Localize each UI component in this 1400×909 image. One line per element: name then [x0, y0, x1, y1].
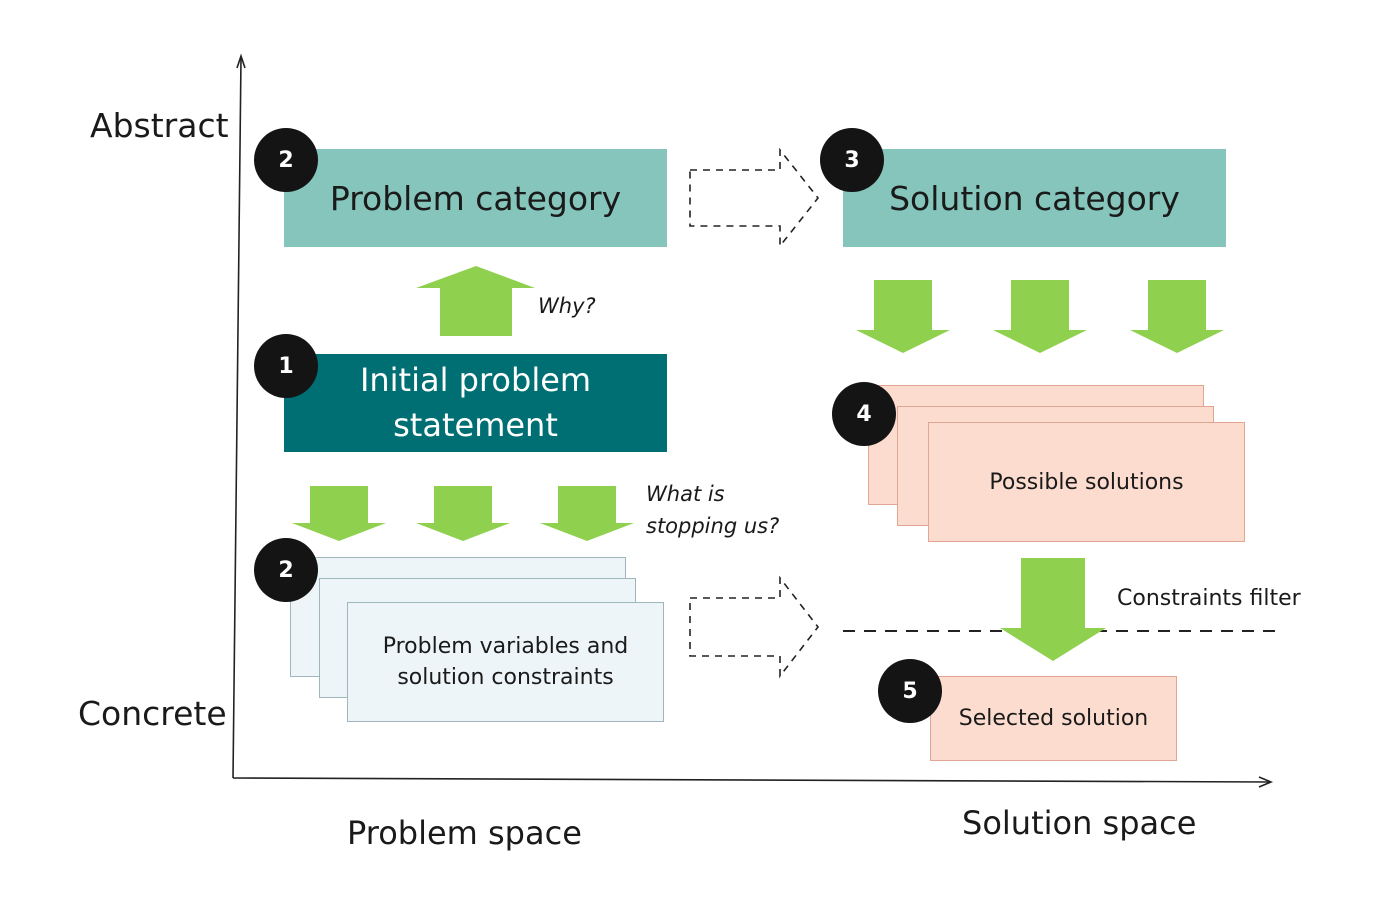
down-arrow-right-2	[993, 280, 1087, 353]
filter-down-arrow	[1000, 558, 1106, 661]
stopping-note-line2: stopping us?	[646, 514, 780, 538]
x-axis-arrowhead	[1258, 776, 1274, 788]
down-arrow-left-3	[540, 486, 634, 541]
y-axis-arrowhead	[236, 53, 246, 69]
dashed-arrow-bottom	[689, 575, 820, 679]
why-note: Why?	[538, 294, 596, 318]
down-arrow-right-1	[856, 280, 950, 353]
selected-solution-box: Selected solution	[930, 676, 1177, 761]
dashed-arrow-top	[689, 147, 820, 249]
why-up-arrow	[416, 266, 535, 336]
down-arrow-left-1	[292, 486, 386, 541]
stopping-note-line1: What is	[646, 482, 725, 506]
step-badge-problem-variables: 2	[254, 538, 318, 602]
initial-problem-box: Initial problem statement	[284, 354, 667, 452]
x-axis	[232, 777, 1271, 783]
constraints-filter-label: Constraints filter	[1117, 586, 1301, 611]
step-badge-problem-category: 2	[254, 128, 318, 192]
problem-variables-line2: solution constraints	[397, 665, 614, 690]
initial-problem-line1: Initial problem	[359, 361, 592, 399]
solution-category-box: Solution category	[843, 149, 1226, 247]
y-axis	[232, 57, 242, 779]
initial-problem-line2: statement	[393, 406, 558, 444]
axis-label-problem-space: Problem space	[347, 814, 582, 852]
solution-category-label: Solution category	[889, 178, 1180, 218]
possible-solutions-card: Possible solutions	[928, 422, 1245, 542]
axis-label-concrete: Concrete	[78, 694, 227, 733]
problem-category-box: Problem category	[284, 149, 667, 247]
step-badge-initial-problem: 1	[254, 334, 318, 398]
axis-label-solution-space: Solution space	[962, 804, 1197, 842]
step-badge-possible-solutions: 4	[832, 382, 896, 446]
possible-solutions-label: Possible solutions	[989, 469, 1184, 495]
down-arrow-left-2	[416, 486, 510, 541]
axis-label-abstract: Abstract	[90, 106, 229, 145]
step-badge-solution-category: 3	[820, 128, 884, 192]
step-badge-selected-solution: 5	[878, 659, 942, 723]
problem-category-label: Problem category	[329, 178, 622, 218]
selected-solution-label: Selected solution	[958, 706, 1149, 731]
problem-variables-line1: Problem variables and	[382, 634, 629, 659]
problem-variables-card: Problem variables and solution constrain…	[347, 602, 664, 722]
down-arrow-right-3	[1130, 280, 1224, 353]
